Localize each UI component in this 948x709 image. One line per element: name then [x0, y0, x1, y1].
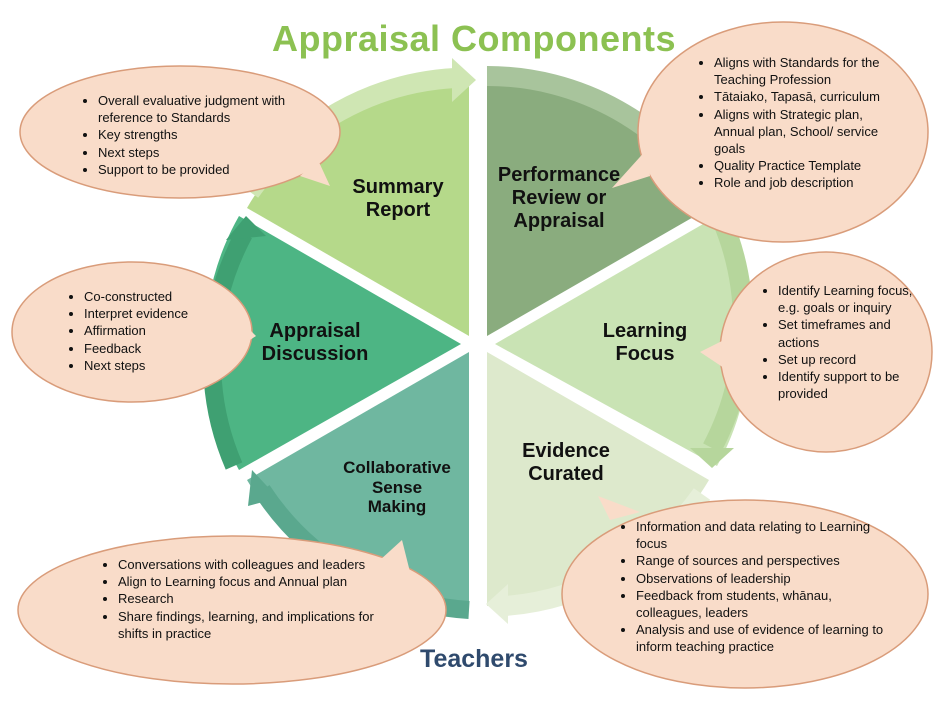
arrow-head-icon	[248, 470, 278, 506]
callout-performance-review	[612, 21, 929, 243]
evidence-curated-list: Information and data relating to Learnin…	[618, 518, 898, 656]
summary-report-list: Overall evaluative judgment with referen…	[80, 92, 308, 178]
arrow-head-icon	[452, 58, 476, 102]
diagram-title: Appraisal Components	[271, 18, 677, 59]
list-item: Align to Learning focus and Annual plan	[118, 573, 400, 590]
list-item: Observations of leadership	[636, 570, 898, 587]
list-item: Information and data relating to Learnin…	[636, 518, 898, 552]
list-item: Key strengths	[98, 126, 308, 143]
list-item: Interpret evidence	[84, 305, 244, 322]
list-item: Share findings, learning, and implicatio…	[118, 608, 400, 642]
list-item: Role and job description	[714, 174, 904, 191]
list-item: Set up record	[778, 351, 918, 368]
callout-collaborative-sense-making	[17, 535, 447, 685]
arrow-head-icon	[226, 216, 266, 240]
performance-review-list: Aligns with Standards for the Teaching P…	[696, 54, 904, 192]
list-item: Feedback	[84, 340, 244, 357]
list-item: Research	[118, 590, 400, 607]
callout-learning-focus	[700, 251, 933, 453]
list-item: Overall evaluative judgment with referen…	[98, 92, 308, 126]
segment-label-summary-report: Summary Report	[352, 176, 444, 221]
appraisal-discussion-list: Co-constructed Interpret evidence Affirm…	[66, 288, 244, 374]
collaborative-sense-making-list: Conversations with colleagues and leader…	[100, 556, 400, 642]
list-item: Support to be provided	[98, 161, 308, 178]
segment-label-collaborative-sense-making: Collaborative Sense Making	[343, 458, 451, 517]
list-item: Quality Practice Template	[714, 157, 904, 174]
segment-label-performance-review: Performance Review or Appraisal	[497, 164, 621, 232]
list-item: Tātaiako, Tapasā, curriculum	[714, 88, 904, 105]
list-item: Range of sources and perspectives	[636, 552, 898, 569]
list-item: Affirmation	[84, 322, 244, 339]
callout-summary-report	[19, 65, 341, 199]
segment-label-evidence-curated: Evidence Curated	[522, 440, 610, 485]
segment-label-appraisal-discussion: Appraisal Discussion	[261, 320, 369, 365]
arrow-head-icon	[690, 448, 734, 468]
list-item: Next steps	[84, 357, 244, 374]
list-item: Feedback from students, whānau, colleagu…	[636, 587, 898, 621]
arrow-head-icon	[486, 584, 508, 624]
callout-appraisal-discussion	[11, 261, 256, 403]
list-item: Analysis and use of evidence of learning…	[636, 621, 898, 655]
diagram-footer: Teachers	[420, 645, 528, 673]
list-item: Co-constructed	[84, 288, 244, 305]
list-item: Set timeframes and actions	[778, 316, 918, 350]
callout-evidence-curated	[561, 496, 929, 689]
list-item: Conversations with colleagues and leader…	[118, 556, 400, 573]
list-item: Identify support to be provided	[778, 368, 918, 402]
list-item: Identify Learning focus, e.g. goals or i…	[778, 282, 918, 316]
list-item: Aligns with Strategic plan, Annual plan,…	[714, 106, 904, 158]
learning-focus-list: Identify Learning focus, e.g. goals or i…	[760, 282, 918, 402]
list-item: Next steps	[98, 144, 308, 161]
segment-label-learning-focus: Learning Focus	[602, 320, 688, 365]
list-item: Aligns with Standards for the Teaching P…	[714, 54, 904, 88]
